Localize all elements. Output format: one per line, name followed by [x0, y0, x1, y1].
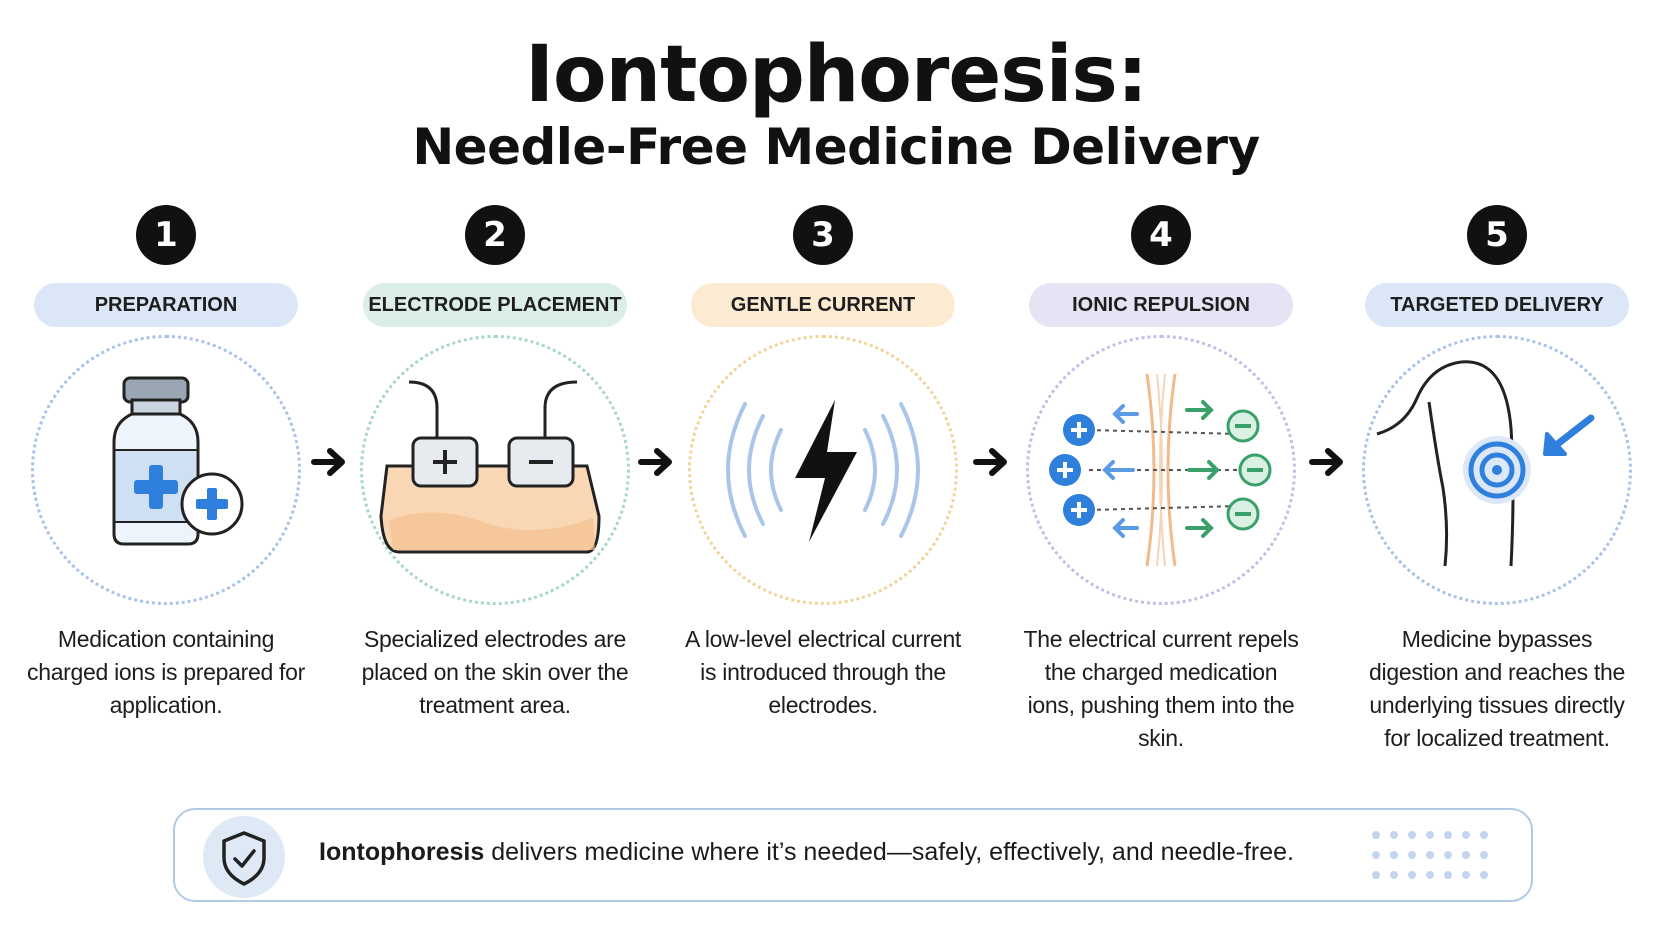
arrow-right-icon — [638, 448, 672, 476]
ion-repulsion-icon — [1049, 373, 1272, 567]
page-title: Iontophoresis: — [524, 30, 1148, 120]
step-number: 2 — [465, 205, 525, 265]
step-number: 5 — [1467, 205, 1527, 265]
step-illustration — [31, 335, 301, 605]
arrow-right-icon — [311, 448, 345, 476]
step-label: PREPARATION — [34, 283, 298, 327]
step-description: The electrical current repels the charge… — [1023, 626, 1299, 751]
arrow-right-icon — [973, 448, 1007, 476]
step-number: 3 — [793, 205, 853, 265]
step-description: Specialized electrodes are placed on the… — [361, 626, 629, 718]
shield-check-icon — [203, 816, 285, 898]
page-subtitle: Needle-Free Medicine Delivery — [412, 118, 1260, 176]
step-label: TARGETED DELIVERY — [1365, 283, 1629, 327]
summary-text: Iontophoresis delivers medicine where it… — [319, 838, 1294, 867]
step-illustration — [1026, 335, 1296, 605]
step-label: GENTLE CURRENT — [691, 283, 955, 327]
step-description: A low-level electrical current is introd… — [684, 626, 962, 718]
step-illustration — [360, 335, 630, 605]
electrodes-on-skin-icon — [379, 380, 601, 554]
medication-vial-icon — [112, 376, 244, 546]
step-number: 1 — [136, 205, 196, 265]
step-illustration — [688, 335, 958, 605]
step-illustration — [1362, 335, 1632, 605]
step-description: Medicine bypasses digestion and reaches … — [1369, 626, 1625, 751]
summary-sentence: delivers medicine where it’s needed—safe… — [484, 838, 1295, 866]
step-description: Medication containing charged ions is pr… — [27, 626, 305, 718]
summary-banner: Iontophoresis delivers medicine where it… — [173, 808, 1533, 902]
step-number: 4 — [1131, 205, 1191, 265]
step-label: IONIC REPULSION — [1029, 283, 1293, 327]
decorative-dot-grid — [1372, 831, 1488, 879]
summary-bold-term: Iontophoresis — [319, 838, 485, 866]
arrow-right-icon — [1309, 448, 1343, 476]
lightning-bolt-icon — [726, 400, 920, 542]
step-label: ELECTRODE PLACEMENT — [363, 283, 627, 327]
shoulder-target-icon — [1376, 360, 1595, 567]
